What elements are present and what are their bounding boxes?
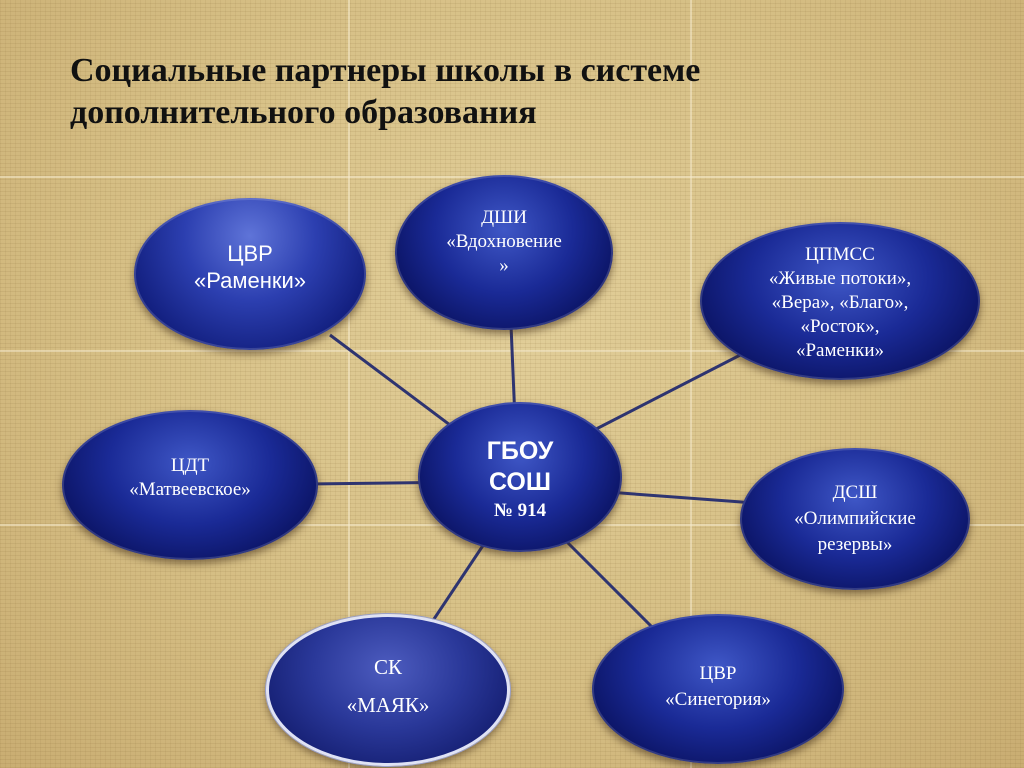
center-text: СОШ xyxy=(489,468,551,496)
background-seam xyxy=(348,0,350,768)
node-cpmss: ЦПМСС «Живые потоки», «Вера», «Благо», «… xyxy=(700,222,980,380)
node-text: «Олимпийские xyxy=(794,508,916,529)
node-cvr-sinegoria: ЦВР «Синегория» xyxy=(592,614,844,764)
node-center-school: ГБОУ СОШ № 914 xyxy=(418,402,622,552)
connector-cvr-sinegoria xyxy=(558,533,662,637)
center-text: № 914 xyxy=(493,500,547,521)
node-text: ДШИ xyxy=(481,206,527,228)
node-dshi: ДШИ «Вдохновение » xyxy=(395,175,613,330)
node-text: ЦВР xyxy=(227,241,273,266)
node-text: СК xyxy=(373,655,402,679)
background-seam xyxy=(690,0,692,768)
node-text: резервы» xyxy=(817,534,893,555)
node-sk-mayak: СК «МАЯК» xyxy=(266,614,510,766)
node-dsh: ДСШ «Олимпийские резервы» xyxy=(740,448,970,590)
node-text: ЦВР xyxy=(699,663,737,684)
node-text: ДСШ xyxy=(832,482,878,503)
node-text: «Раменки» xyxy=(193,268,307,293)
node-cvr-ramenki: ЦВР «Раменки» xyxy=(134,198,366,350)
node-cdt: ЦДТ «Матвеевское» xyxy=(62,410,318,560)
node-text: «Вера», «Благо», xyxy=(771,292,909,313)
node-text: «МАЯК» xyxy=(346,693,430,717)
node-text: » xyxy=(499,254,509,276)
node-text: «Матвеевское» xyxy=(129,479,251,500)
node-text: «Вдохновение xyxy=(446,230,562,252)
node-text: ЦПМСС xyxy=(805,244,875,265)
node-text: «Росток», xyxy=(800,316,880,337)
node-text: «Живые потоки», xyxy=(768,268,912,289)
node-text: «Синегория» xyxy=(665,689,771,710)
node-text: «Раменки» xyxy=(795,340,885,361)
center-text: ГБОУ xyxy=(486,437,554,465)
slide-title: Социальные партнеры школы в системе допо… xyxy=(70,52,701,131)
node-text: ЦДТ xyxy=(170,455,210,476)
